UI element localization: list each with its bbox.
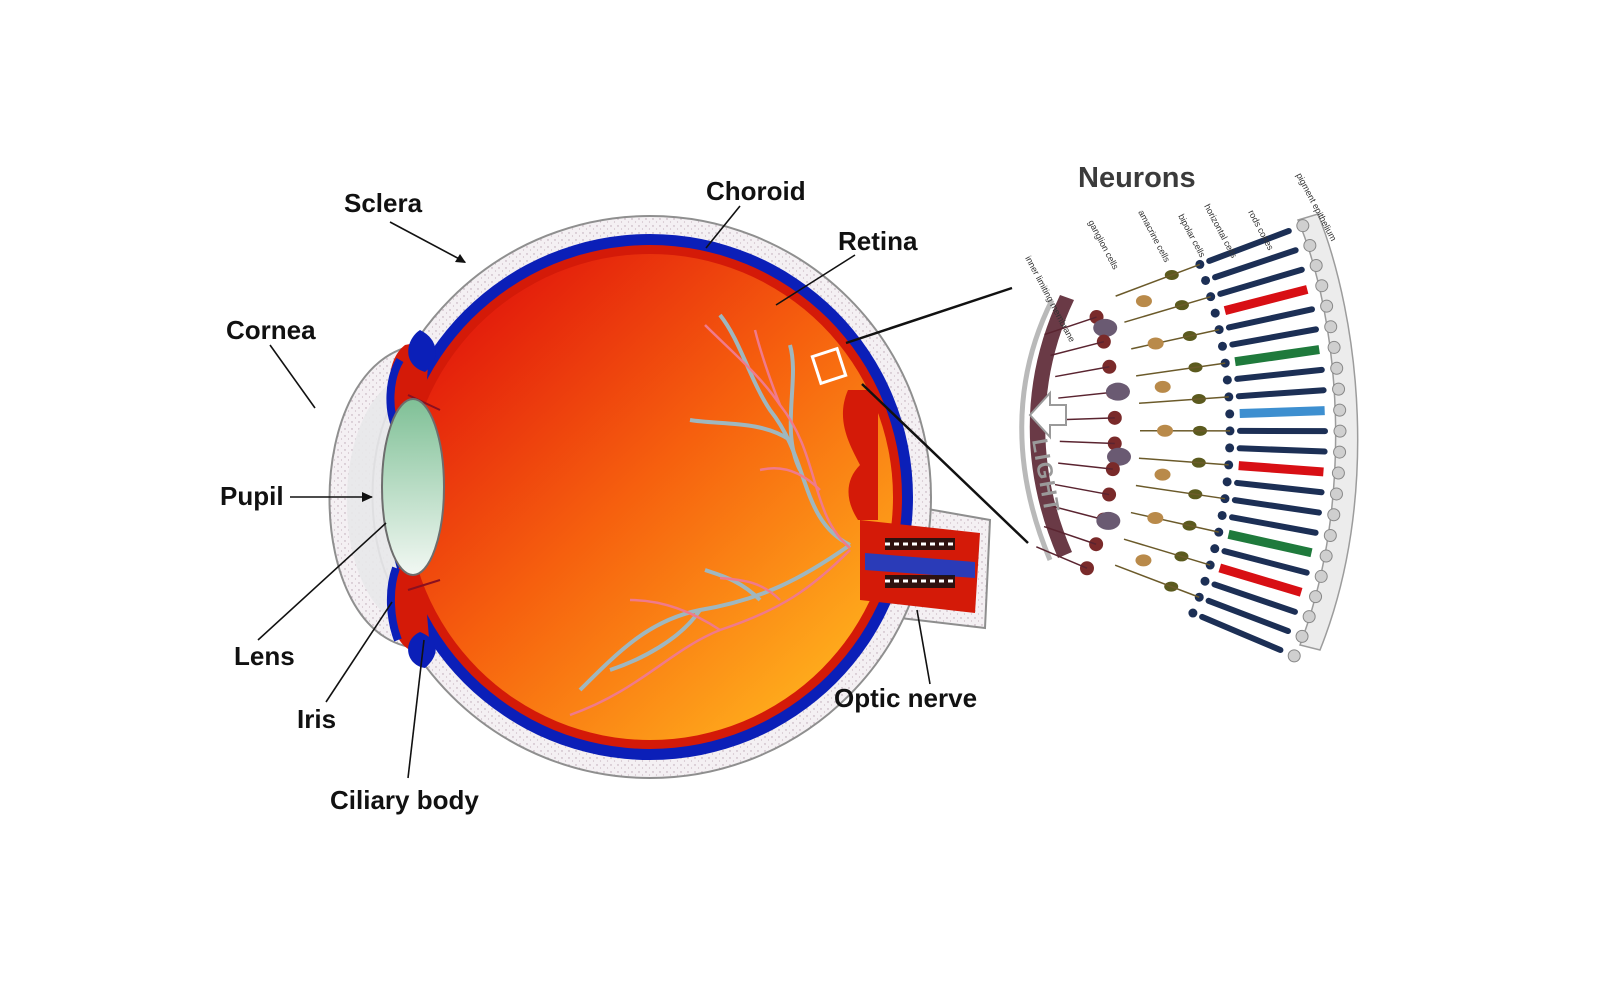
cone-cell — [1239, 466, 1324, 472]
pigment-cell — [1334, 404, 1346, 416]
pigment-cell — [1310, 259, 1322, 271]
cone-cell — [1240, 411, 1325, 414]
lens — [382, 399, 444, 575]
cone-cell — [1235, 350, 1319, 362]
pigment-cell — [1320, 550, 1332, 562]
label-pupil: Pupil — [220, 483, 284, 509]
pigment-cell — [1310, 591, 1322, 603]
pigment-cell — [1297, 220, 1309, 232]
rod-cell — [1232, 517, 1316, 532]
rod-cell — [1240, 448, 1325, 451]
large-ganglion-cell — [1093, 319, 1117, 337]
amacrine-cell — [1155, 469, 1171, 481]
layer-label-ganglion: ganglion cells — [1086, 218, 1121, 271]
receptor-nucleus — [1188, 609, 1197, 618]
receptor-nucleus — [1201, 276, 1210, 285]
rod-cell — [1237, 483, 1321, 492]
pigment-cell — [1321, 300, 1333, 312]
label-optic-nerve: Optic nerve — [834, 685, 977, 711]
pigment-cell — [1330, 488, 1342, 500]
rod-cell — [1237, 370, 1322, 379]
ganglion-axon — [1055, 485, 1109, 495]
receptor-nucleus — [1223, 375, 1232, 384]
receptor-nucleus — [1218, 342, 1227, 351]
bipolar-dendrite — [1116, 264, 1200, 296]
pigment-cell — [1328, 509, 1340, 521]
pigment-cell — [1331, 362, 1343, 374]
pigment-cell — [1332, 467, 1344, 479]
rod-cell — [1232, 329, 1316, 344]
label-lens: Lens — [234, 643, 295, 669]
pigment-cell — [1296, 630, 1308, 642]
label-iris: Iris — [297, 706, 336, 732]
pigment-cell — [1288, 650, 1300, 662]
receptor-nucleus — [1223, 477, 1232, 486]
ganglion-axon — [1060, 418, 1115, 420]
pigment-cell — [1325, 321, 1337, 333]
bipolar-dendrite — [1131, 330, 1219, 349]
rod-cell — [1229, 309, 1312, 327]
rod-cell — [1235, 500, 1319, 512]
bipolar-dendrite — [1131, 513, 1219, 533]
bipolar-dendrite — [1139, 458, 1229, 465]
pigment-cell — [1315, 570, 1327, 582]
bipolar-dendrite — [1139, 397, 1229, 403]
retina-neurons-inset: LIGHT inner limiting membrane ganglion c… — [1022, 171, 1358, 662]
label-neurons: Neurons — [1078, 164, 1196, 193]
pigment-cell — [1333, 383, 1345, 395]
cone-cell — [1225, 289, 1307, 310]
receptor-nucleus — [1225, 409, 1234, 418]
pigment-cell — [1334, 425, 1346, 437]
layer-label-horizontal: horizontal cells — [1202, 202, 1239, 260]
receptor-nucleus — [1218, 511, 1227, 520]
pigment-cell — [1324, 529, 1336, 541]
receptor-nucleus — [1211, 309, 1220, 318]
label-choroid: Choroid — [706, 178, 806, 204]
ganglion-axon — [1058, 463, 1113, 469]
amacrine-cell — [1147, 512, 1163, 524]
label-ciliary-body: Ciliary body — [330, 787, 479, 813]
label-cornea: Cornea — [226, 317, 316, 343]
rod-cell — [1239, 390, 1324, 396]
ganglion-axon — [1058, 392, 1113, 398]
layer-label-amacrine: amacrine cells — [1136, 208, 1172, 264]
label-retina: Retina — [838, 228, 917, 254]
receptor-nucleus — [1210, 544, 1219, 553]
bipolar-dendrite — [1136, 486, 1225, 499]
large-ganglion-cell — [1106, 383, 1130, 401]
layer-labels: inner limiting membrane ganglion cells a… — [1023, 171, 1338, 343]
bipolar-dendrite — [1136, 363, 1225, 376]
amacrine-cell — [1155, 381, 1171, 393]
cone-cell — [1229, 534, 1312, 552]
pigment-cell — [1328, 341, 1340, 353]
ganglion-axon — [1060, 441, 1115, 443]
amacrine-cell — [1136, 295, 1152, 307]
ganglion-axon — [1051, 342, 1104, 356]
bipolar-dendrite — [1115, 565, 1199, 597]
ganglion-axon — [1055, 367, 1109, 377]
pigment-cell — [1334, 446, 1346, 458]
amacrine-cell — [1135, 554, 1151, 566]
layer-label-bipolar: bipolar cells — [1176, 212, 1207, 259]
pigment-cell — [1303, 611, 1315, 623]
pigment-cell — [1304, 239, 1316, 251]
label-sclera: Sclera — [344, 190, 422, 216]
amacrine-cell — [1148, 338, 1164, 350]
large-ganglion-cell — [1096, 512, 1120, 530]
pigment-cell — [1316, 280, 1328, 292]
receptor-nucleus — [1225, 443, 1234, 452]
amacrine-cell — [1157, 425, 1173, 437]
receptor-nucleus — [1201, 577, 1210, 586]
